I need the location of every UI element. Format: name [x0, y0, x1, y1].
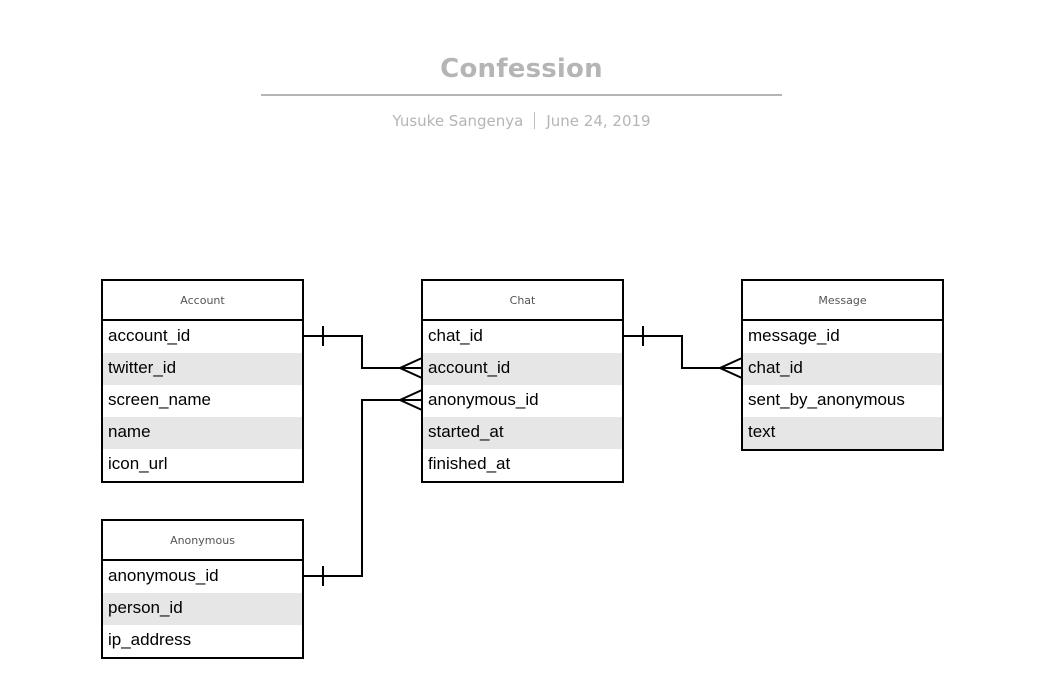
- entity-message-header: Message: [743, 281, 942, 321]
- account-field-account-id[interactable]: account_id: [108, 326, 191, 345]
- message-field-text[interactable]: text: [743, 417, 942, 449]
- anonymous-field-ip-address[interactable]: ip_address: [108, 630, 192, 649]
- page-title: Confession: [440, 54, 603, 84]
- byline: Yusuke Sangenya June 24, 2019: [261, 112, 782, 130]
- connector-line: [303, 399, 422, 577]
- chat-field-account-id[interactable]: account_id: [423, 353, 622, 385]
- entity-account-header: Account: [103, 281, 302, 321]
- many-marker: [397, 389, 423, 411]
- relationship-chat-message[interactable]: [623, 326, 743, 379]
- title-divider: [261, 94, 782, 96]
- anonymous-field-anonymous-id[interactable]: anonymous_id: [108, 566, 219, 585]
- chat-field-started-at[interactable]: started_at: [423, 417, 622, 449]
- chat-field-chat-id[interactable]: chat_id: [428, 326, 483, 345]
- connector-line: [623, 335, 742, 369]
- relationship-anonymous-chat[interactable]: [303, 389, 423, 586]
- byline-separator: [534, 112, 536, 129]
- relationship-account-chat[interactable]: [303, 326, 423, 379]
- many-marker: [397, 357, 423, 379]
- entity-chat[interactable]: Chat chat_id account_id anonymous_id sta…: [421, 279, 624, 483]
- chat-field-finished-at[interactable]: finished_at: [428, 454, 511, 473]
- chat-field-anonymous-id[interactable]: anonymous_id: [428, 390, 539, 409]
- connector-line: [303, 335, 422, 369]
- account-field-name[interactable]: name: [103, 417, 302, 449]
- message-field-sent-by-anonymous[interactable]: sent_by_anonymous: [748, 390, 905, 409]
- message-field-message-id[interactable]: message_id: [748, 326, 840, 345]
- entity-anonymous-header: Anonymous: [103, 521, 302, 561]
- entity-chat-header: Chat: [423, 281, 622, 321]
- entity-message[interactable]: Message message_id chat_id sent_by_anony…: [741, 279, 944, 451]
- anonymous-field-person-id[interactable]: person_id: [103, 593, 302, 625]
- entity-anonymous[interactable]: Anonymous anonymous_id person_id ip_addr…: [101, 519, 304, 659]
- message-field-chat-id[interactable]: chat_id: [743, 353, 942, 385]
- many-marker: [717, 357, 743, 379]
- entity-account[interactable]: Account account_id twitter_id screen_nam…: [101, 279, 304, 483]
- account-field-icon-url[interactable]: icon_url: [108, 454, 168, 473]
- author-name: Yusuke Sangenya: [392, 112, 524, 130]
- account-field-screen-name[interactable]: screen_name: [108, 390, 212, 409]
- document-date: June 24, 2019: [546, 112, 651, 130]
- account-field-twitter-id[interactable]: twitter_id: [103, 353, 302, 385]
